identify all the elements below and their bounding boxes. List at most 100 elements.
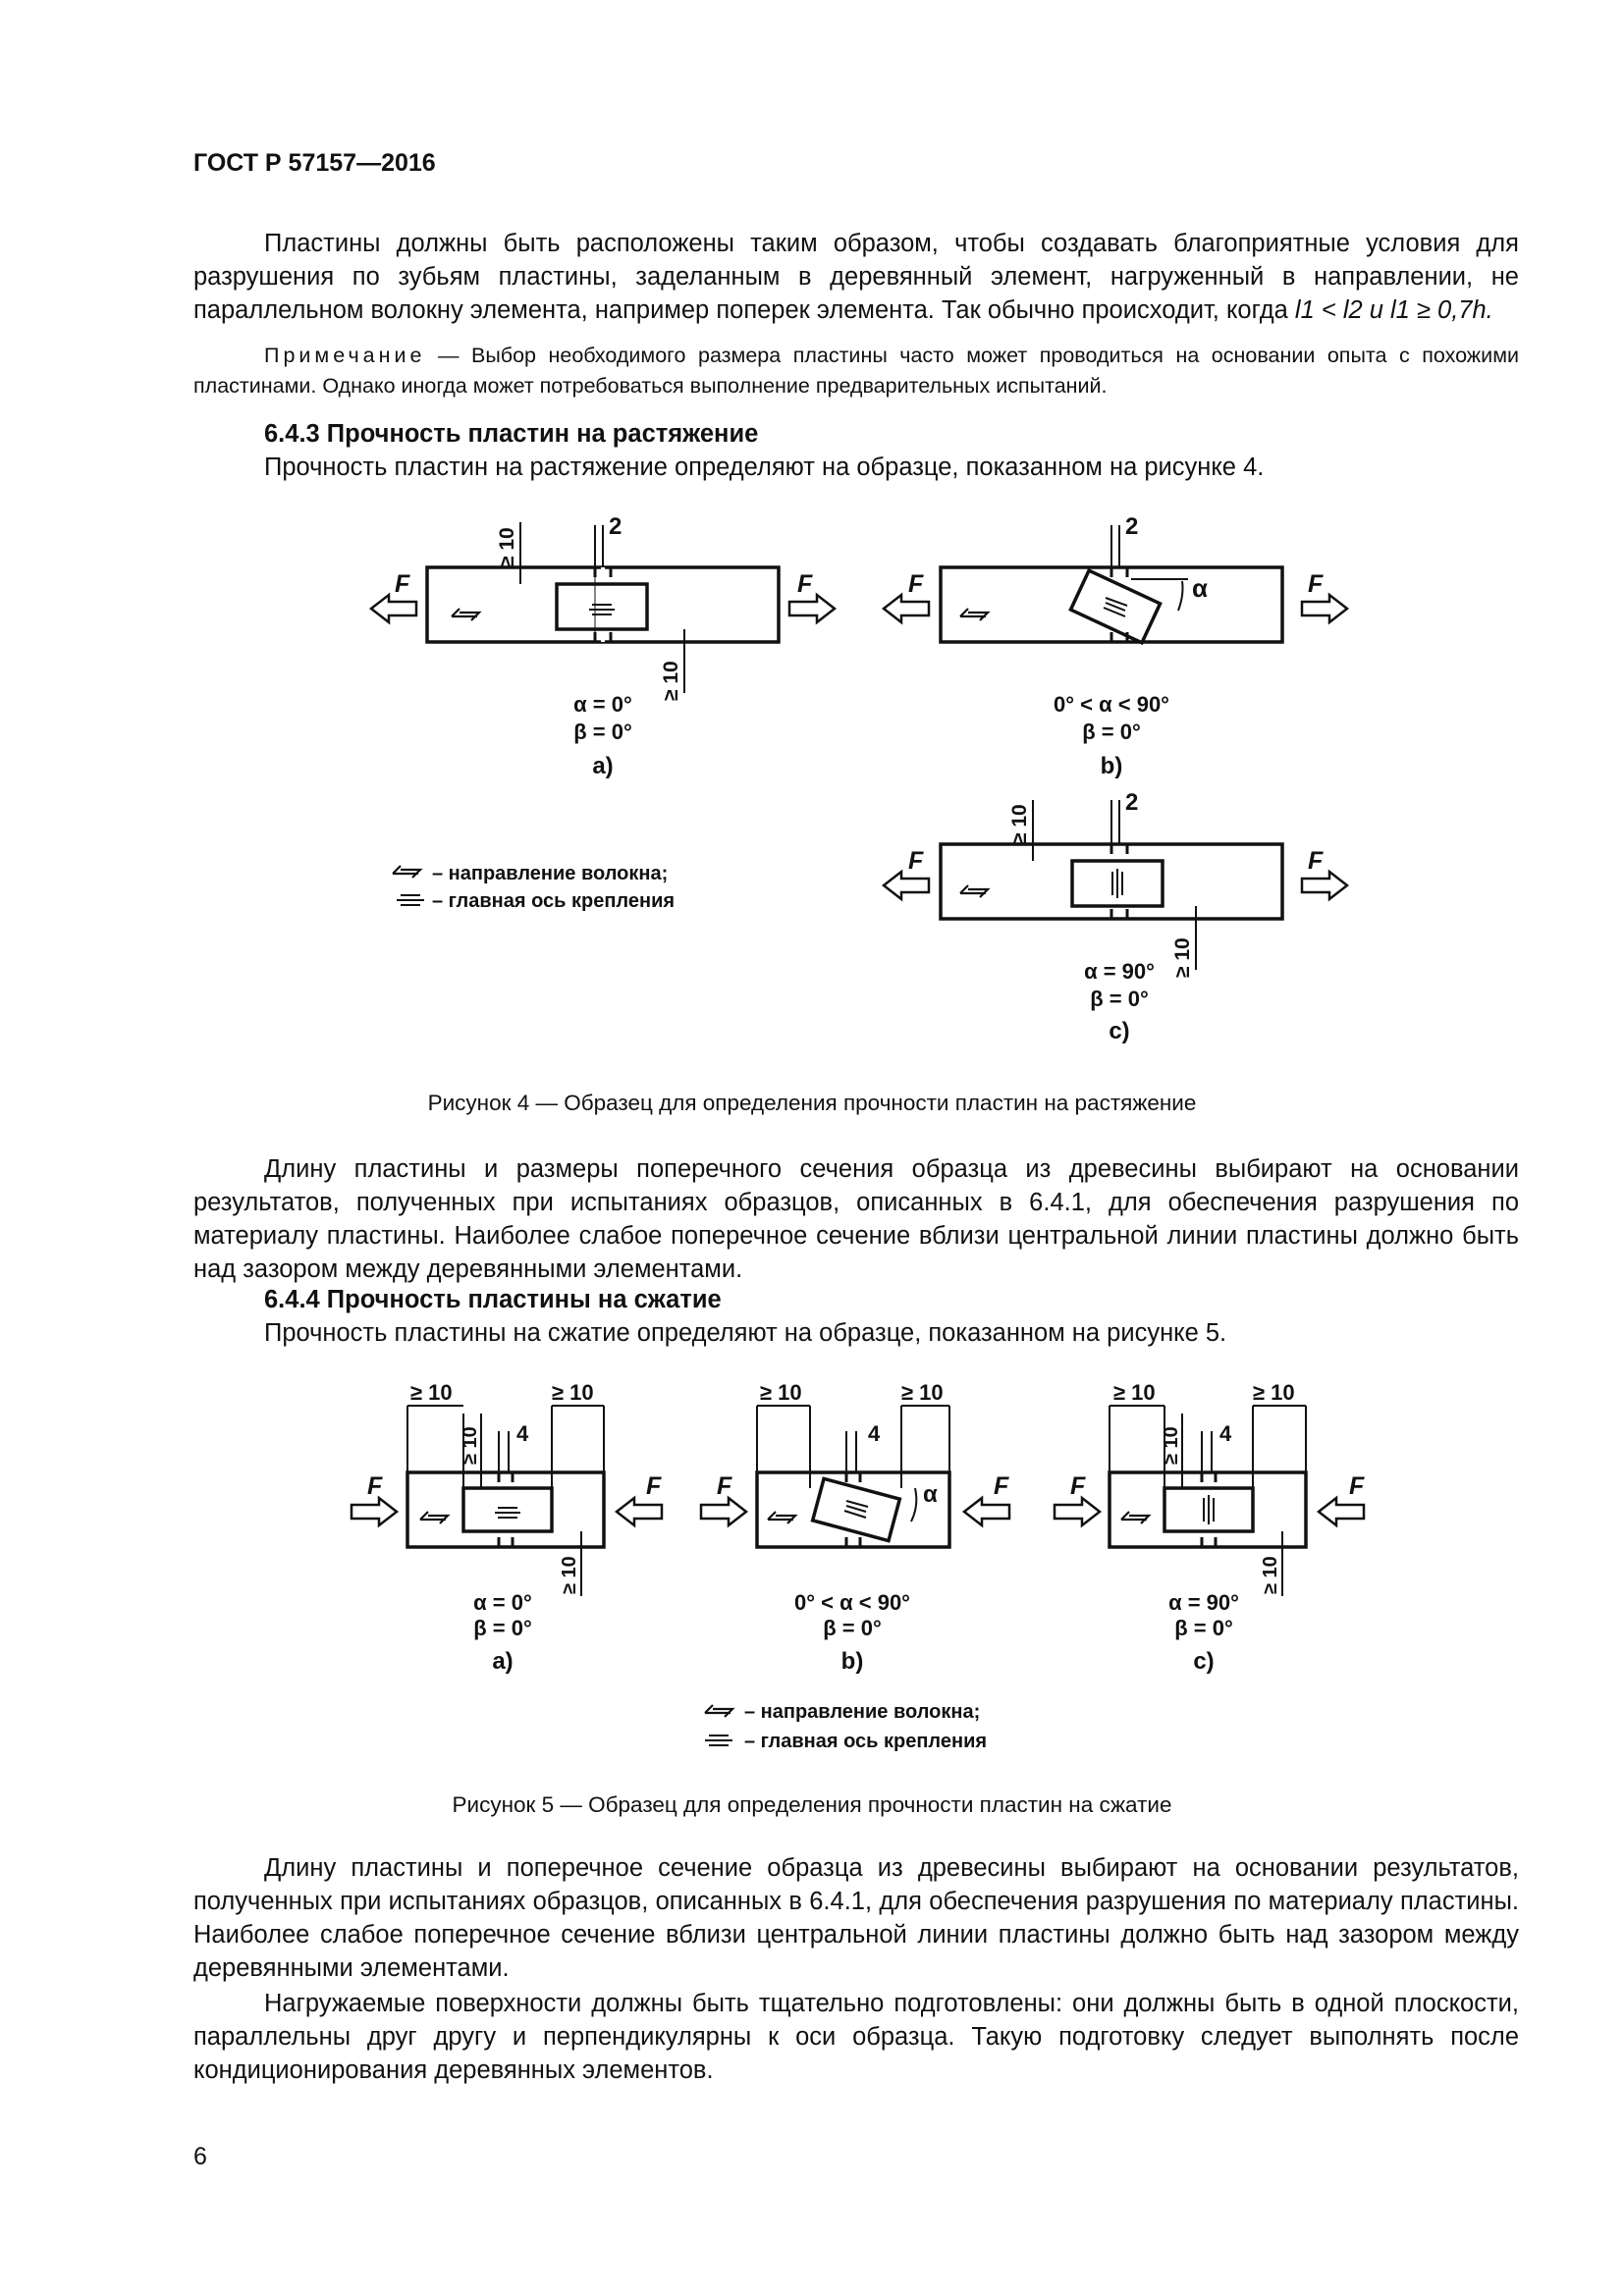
dim-ge10: ≥ 10 bbox=[660, 661, 682, 701]
force-label-left: F bbox=[395, 570, 410, 598]
force-arrow-inward-left bbox=[1053, 1496, 1102, 1527]
force-arrow-inward-left bbox=[699, 1496, 748, 1527]
figure-5-legend: – направление волокна; – главная ось кре… bbox=[703, 1701, 987, 1752]
dim-ge10: ≥ 10 bbox=[1171, 937, 1194, 978]
force-arrow-inward-right bbox=[962, 1496, 1011, 1527]
dim-ge10: ≥ 10 bbox=[1161, 1426, 1182, 1465]
fig5a-alpha: α = 0° bbox=[473, 1590, 532, 1615]
figure-5-caption: Рисунок 5 — Образец для определения проч… bbox=[452, 1792, 1172, 1817]
dim-2: 2 bbox=[1125, 789, 1138, 816]
formula-l1-l2: l1 < l2 и l1 ≥ 0,7h. bbox=[1294, 296, 1493, 324]
paragraph-after-fig5-a: Длину пластины и поперечное сечение обра… bbox=[193, 1854, 1519, 1982]
legend-axis: – главная ось крепления bbox=[432, 890, 675, 912]
force-label-right: F bbox=[797, 570, 813, 598]
figure-5c: F F ≥ 10 ≥ 10 ≥ 10 4 ≥ 10 α = 90° β = 0°… bbox=[1053, 1380, 1366, 1675]
paragraph-6-4-4: Прочность пластины на сжатие определяют … bbox=[264, 1319, 1227, 1347]
figure-4-legend: – направление волокна; – главная ось кре… bbox=[391, 863, 675, 912]
dim-ge10: ≥ 10 bbox=[559, 1556, 580, 1594]
document-header: ГОСТ Р 57157—2016 bbox=[193, 149, 436, 177]
fig5b-alpha: 0° < α < 90° bbox=[794, 1590, 910, 1615]
figure-4b: F F 2 α 0° < α < 90° β = 0° b) bbox=[882, 513, 1349, 779]
force-label-right: F bbox=[646, 1472, 662, 1500]
force-label-right: F bbox=[994, 1472, 1009, 1500]
fig4c-alpha: α = 90° bbox=[1084, 959, 1155, 984]
section-6-4-3-title: 6.4.3 Прочность пластин на растяжение bbox=[264, 420, 759, 448]
grain-direction-icon bbox=[1119, 1510, 1151, 1525]
force-arrow-left bbox=[369, 593, 418, 624]
section-6-4-4-title: 6.4.4 Прочность пластины на сжатие bbox=[264, 1286, 722, 1313]
dim-4: 4 bbox=[868, 1421, 881, 1446]
fig5b-label: b) bbox=[841, 1648, 864, 1675]
legend-grain: – направление волокна; bbox=[744, 1701, 980, 1723]
dim-2: 2 bbox=[1125, 513, 1138, 540]
paragraph-after-fig5-b: Нагружаемые поверхности должны быть тщат… bbox=[193, 1990, 1519, 2084]
figure-4a: F F ≥ 10 2 ≥ 10 α = 0° β = 0° a) bbox=[369, 513, 837, 779]
dim-ge10: ≥ 10 bbox=[496, 527, 518, 567]
force-label-right: F bbox=[1308, 847, 1324, 875]
note: Примечание — Выбор необходимого размера … bbox=[193, 341, 1519, 401]
legend-axis: – главная ось крепления bbox=[744, 1731, 987, 1752]
dim-ge10: ≥ 10 bbox=[1113, 1380, 1156, 1405]
dim-2: 2 bbox=[609, 513, 622, 540]
fig4c-label: c) bbox=[1109, 1018, 1129, 1044]
figure-5b: F F ≥ 10 ≥ 10 4 α 0° < α < 90° β = 0° b) bbox=[699, 1380, 1011, 1675]
dim-ge10: ≥ 10 bbox=[552, 1380, 594, 1405]
figure-4-caption: Рисунок 4 — Образец для определения проч… bbox=[427, 1091, 1197, 1115]
force-arrow-left bbox=[882, 870, 931, 901]
fig4b-beta: β = 0° bbox=[1082, 720, 1141, 744]
force-label-right: F bbox=[1308, 570, 1324, 598]
fig5c-alpha: α = 90° bbox=[1168, 1590, 1239, 1615]
paragraph-plate-placement: Пластины должны быть расположены таким о… bbox=[193, 230, 1519, 324]
fig5a-beta: β = 0° bbox=[473, 1616, 532, 1640]
fig4a-label: a) bbox=[592, 753, 613, 779]
force-arrow-inward-left bbox=[350, 1496, 399, 1527]
dim-ge10: ≥ 10 bbox=[460, 1426, 481, 1465]
grain-direction-icon bbox=[450, 607, 481, 622]
force-label-left: F bbox=[367, 1472, 383, 1500]
force-arrow-right bbox=[1300, 593, 1349, 624]
page-number: 6 bbox=[193, 2143, 207, 2170]
force-arrow-left bbox=[882, 593, 931, 624]
dim-ge10: ≥ 10 bbox=[901, 1380, 944, 1405]
grain-direction-icon bbox=[766, 1510, 797, 1525]
main-axis-icon bbox=[397, 894, 424, 906]
force-arrow-right bbox=[1300, 870, 1349, 901]
dim-4: 4 bbox=[1219, 1421, 1232, 1446]
dim-ge10: ≥ 10 bbox=[410, 1380, 453, 1405]
main-axis-icon bbox=[705, 1735, 732, 1746]
legend-grain: – направление волокна; bbox=[432, 863, 668, 884]
grain-direction-icon bbox=[958, 883, 990, 899]
figure-5: F F ≥ 10 ≥ 10 ≥ 10 4 ≥ 10 α = 0° β = 0° … bbox=[350, 1380, 1366, 1752]
note-label: Примечание bbox=[264, 344, 426, 367]
angle-alpha: α bbox=[923, 1481, 938, 1508]
grain-direction-icon bbox=[391, 864, 422, 880]
fig4b-label: b) bbox=[1101, 753, 1123, 779]
force-arrow-inward-right bbox=[1317, 1496, 1366, 1527]
force-arrow-inward-right bbox=[615, 1496, 664, 1527]
figure-4: F F ≥ 10 2 ≥ 10 α = 0° β = 0° a) F F 2 α… bbox=[369, 513, 1349, 1044]
force-label-right: F bbox=[1349, 1472, 1365, 1500]
fig5c-label: c) bbox=[1193, 1648, 1214, 1675]
grain-direction-icon bbox=[703, 1703, 734, 1719]
fig5c-beta: β = 0° bbox=[1174, 1616, 1233, 1640]
dim-4: 4 bbox=[516, 1421, 529, 1446]
figure-5a: F F ≥ 10 ≥ 10 ≥ 10 4 ≥ 10 α = 0° β = 0° … bbox=[350, 1380, 664, 1675]
force-label-left: F bbox=[717, 1472, 732, 1500]
dim-ge10: ≥ 10 bbox=[1253, 1380, 1295, 1405]
fig4a-alpha: α = 0° bbox=[573, 692, 632, 717]
fig4b-alpha: 0° < α < 90° bbox=[1054, 692, 1169, 717]
paragraph-6-4-3: Прочность пластин на растяжение определя… bbox=[264, 454, 1265, 481]
grain-direction-icon bbox=[418, 1510, 450, 1525]
grain-direction-icon bbox=[958, 607, 990, 622]
figure-4c: F F ≥ 10 2 ≥ 10 α = 90° β = 0° c) bbox=[882, 789, 1349, 1044]
fig4c-beta: β = 0° bbox=[1090, 987, 1149, 1011]
dim-ge10: ≥ 10 bbox=[1260, 1556, 1281, 1594]
dim-ge10: ≥ 10 bbox=[760, 1380, 802, 1405]
force-arrow-right bbox=[787, 593, 837, 624]
note-text: — Выбор необходимого размера пластины ча… bbox=[193, 344, 1519, 398]
fig5b-beta: β = 0° bbox=[823, 1616, 882, 1640]
paragraph-after-fig4: Длину пластины и размеры поперечного сеч… bbox=[193, 1155, 1519, 1283]
dim-ge10: ≥ 10 bbox=[1008, 804, 1031, 844]
force-label-left: F bbox=[1070, 1472, 1086, 1500]
force-label-left: F bbox=[908, 847, 924, 875]
